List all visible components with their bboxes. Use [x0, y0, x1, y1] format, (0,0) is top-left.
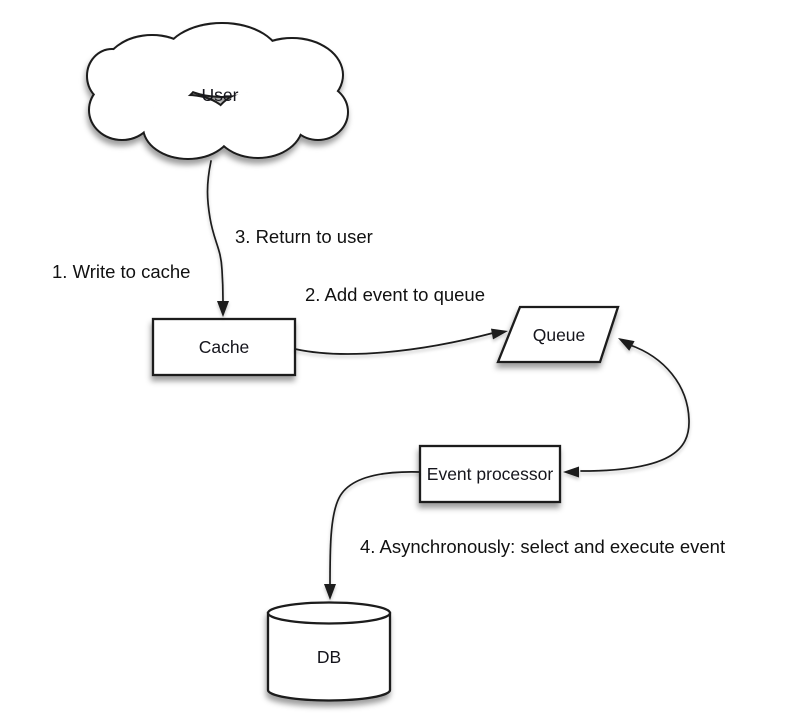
arrowhead-into-queue-right-icon: [618, 338, 635, 351]
queue-parallelogram: [496, 305, 620, 364]
event-processor-box: [418, 444, 562, 504]
arrowhead-into-cache-icon: [217, 301, 229, 317]
cache-box: [151, 317, 297, 377]
arrowhead-into-event-processor-icon: [563, 466, 579, 478]
cache-label: Cache: [199, 337, 250, 357]
edge-user-to-cache: [206, 160, 224, 302]
edge-queue-event-processor: [580, 344, 690, 472]
cloud-outline: [86, 22, 349, 160]
arrowhead-into-queue-icon: [491, 328, 508, 340]
event-processor-label: Event processor: [427, 464, 554, 484]
db-cylinder: [266, 601, 392, 702]
annotation-step-2: 2. Add event to queue: [305, 284, 485, 305]
arrowhead-into-db-icon: [324, 584, 336, 600]
annotation-step-1: 1. Write to cache: [52, 261, 190, 282]
db-label: DB: [317, 647, 341, 667]
annotation-step-4: 4. Asynchronously: select and execute ev…: [360, 536, 725, 557]
edge-cache-to-queue: [294, 332, 494, 355]
edge-event-processor-to-db: [329, 471, 420, 587]
queue-label: Queue: [533, 325, 586, 345]
user-cloud: [86, 22, 349, 160]
user-label: User: [202, 85, 239, 105]
annotation-step-3: 3. Return to user: [235, 226, 373, 247]
